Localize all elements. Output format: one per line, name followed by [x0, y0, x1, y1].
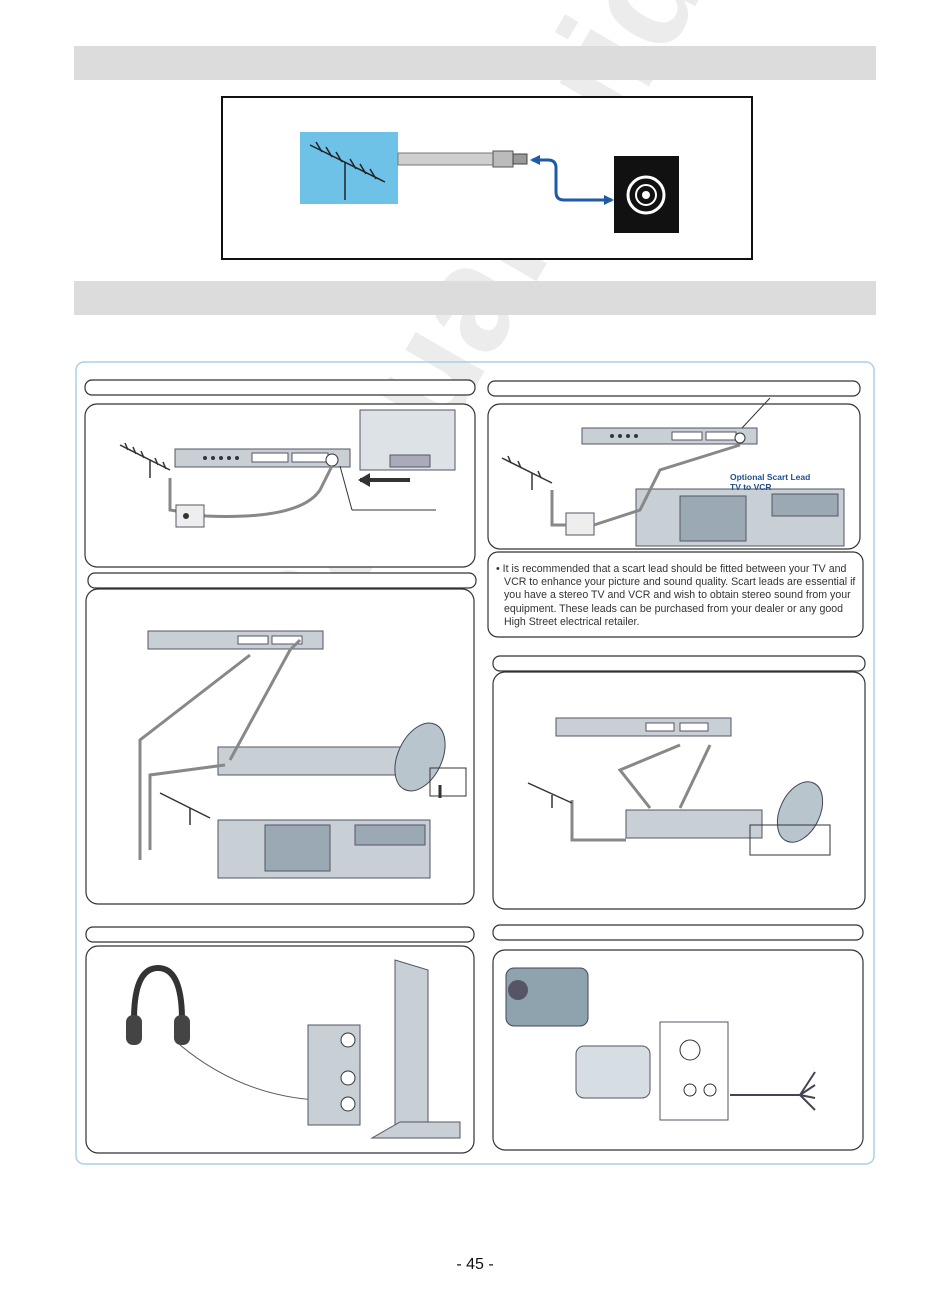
panel-aerial-only — [84, 379, 476, 568]
panel-camcorder — [492, 924, 864, 1151]
camcorder-icon — [505, 967, 651, 1099]
page-number: - 45 - — [456, 1256, 494, 1273]
headphones-icon — [126, 964, 190, 1045]
aerial-icon — [159, 792, 211, 825]
aerial-icon — [119, 442, 171, 478]
panel-headphones — [85, 926, 475, 1154]
satellite-dish-icon — [749, 781, 831, 856]
note-box — [487, 551, 864, 638]
av-cable-icon — [730, 1071, 816, 1111]
section-header-bar-1 — [74, 46, 876, 80]
aerial-connection-figure — [221, 96, 753, 260]
note-text: • It is recommended that a scart lead sh… — [496, 563, 856, 628]
panel-vcr-satellite — [492, 655, 866, 910]
aerial-icon — [527, 782, 573, 808]
aerial-icon — [501, 455, 553, 490]
optional-scart-label-2: TV to VCR — [730, 482, 772, 492]
section-header-bar-2 — [74, 281, 876, 315]
panel-aerial-vcr: Optional Scart Lead TV to VCR — [487, 380, 864, 638]
satellite-dish-icon — [394, 722, 467, 798]
optional-scart-label-1: Optional Scart Lead — [730, 472, 810, 482]
scart-recommendation-note: • It is recommended that a scart lead sh… — [496, 563, 860, 629]
panel-vcr-satellite-two — [85, 572, 477, 905]
aerial-icon-background — [300, 132, 398, 204]
aerial-icon — [309, 141, 386, 200]
